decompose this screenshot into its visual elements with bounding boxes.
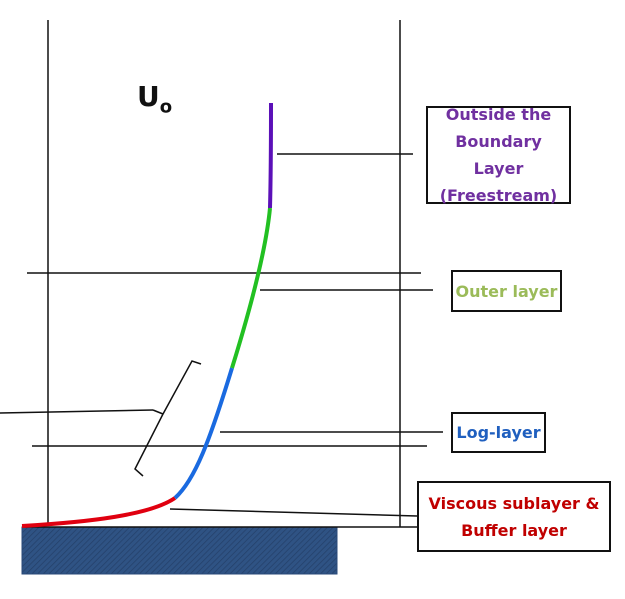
log-layer-label-box: Log-layer bbox=[451, 412, 546, 453]
bracket-leader bbox=[0, 409, 154, 414]
curve-viscous-segment bbox=[21, 496, 177, 528]
outer-layer-label-box: Outer layer bbox=[451, 270, 562, 312]
curve-log-segment bbox=[173, 367, 234, 500]
curve-freestream-segment bbox=[268, 102, 273, 209]
wall bbox=[21, 526, 338, 575]
viscous-sublayer-label-box: Viscous sublayer &Buffer layer bbox=[417, 481, 611, 552]
freestream-velocity-label: Uo bbox=[137, 80, 173, 118]
curve-outer-segment bbox=[230, 207, 272, 369]
viscous-leader bbox=[169, 508, 418, 517]
bracket bbox=[134, 360, 202, 477]
